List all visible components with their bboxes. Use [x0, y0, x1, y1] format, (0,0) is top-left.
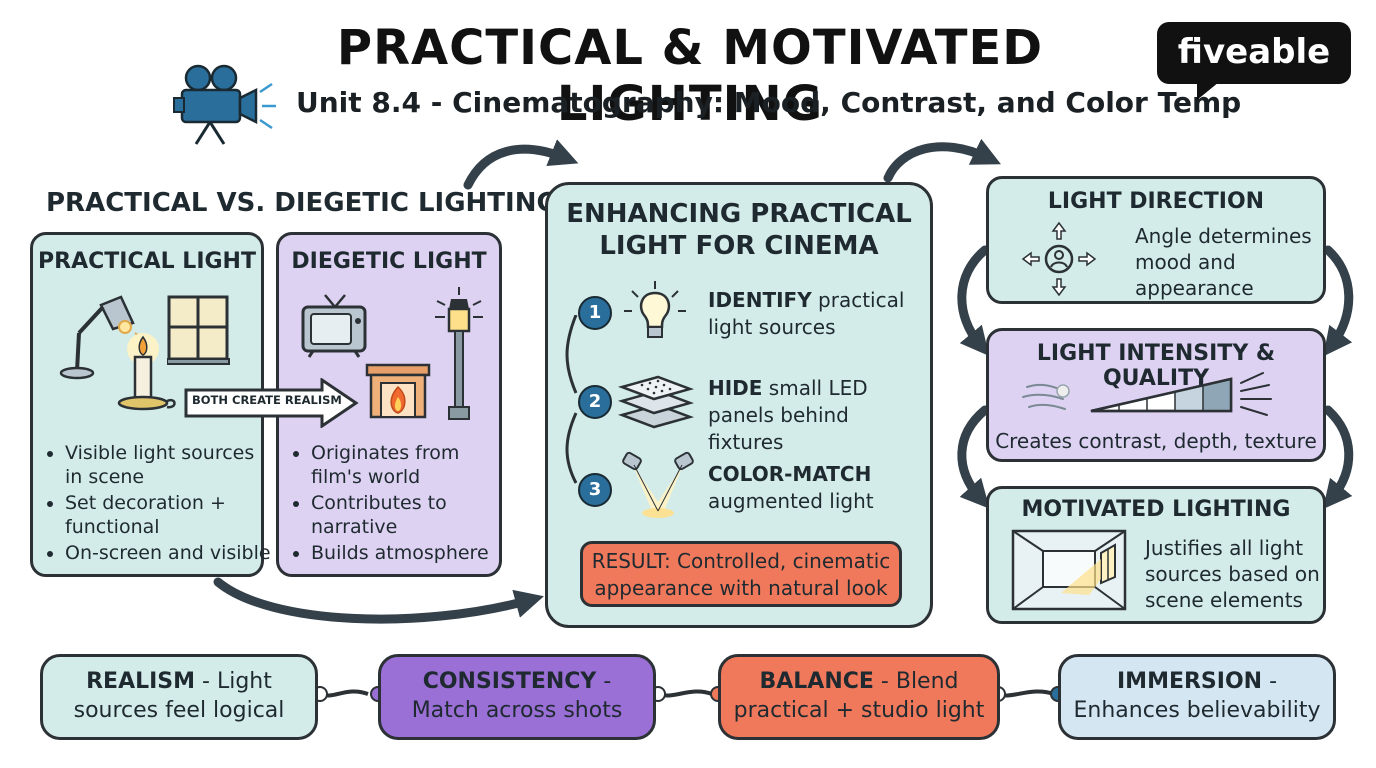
motivated-lighting-card: MOTIVATED LIGHTING Justifies all light s…	[986, 486, 1326, 624]
both-create-realism-arrow: BOTH CREATE REALISM	[184, 377, 360, 432]
light-direction-title: LIGHT DIRECTION	[1047, 189, 1265, 214]
step-number-1: 1	[578, 296, 612, 330]
result-box: RESULT: Controlled, cinematic appearance…	[580, 541, 902, 607]
step-number-2: 2	[578, 385, 612, 419]
light-intensity-card: LIGHT INTENSITY & QUALITY Cr	[986, 328, 1326, 462]
enhancing-practical-card: ENHANCING PRACTICAL LIGHT FOR CINEMA 1 I…	[545, 182, 933, 628]
immersion-card: IMMERSION - Enhances believability	[1058, 654, 1336, 740]
direction-arrows-icon	[1019, 219, 1099, 303]
motivated-lighting-title: MOTIVATED LIGHTING	[1021, 497, 1291, 522]
balance-card: BALANCE - Blend practical + studio light	[718, 654, 1000, 740]
street-lamp-icon	[431, 287, 487, 431]
both-create-realism-label: BOTH CREATE REALISM	[192, 393, 342, 407]
room-window-icon	[1011, 529, 1129, 617]
diegetic-bullet: Originates from film's world	[311, 441, 515, 489]
page-title: PRACTICAL & MOTIVATED LIGHTING	[336, 20, 1044, 132]
television-icon	[299, 293, 371, 363]
lightbulb-icon	[622, 279, 688, 347]
fireplace-icon	[365, 363, 431, 423]
step-1-text: IDENTIFY practical light sources	[708, 287, 904, 341]
step-2-text: HIDE small LED panels behind fixtures	[708, 375, 930, 456]
step-3-line2: augmented light	[708, 489, 874, 513]
immersion-bold: IMMERSION	[1116, 669, 1263, 694]
light-intensity-title: LIGHT INTENSITY & QUALITY	[1036, 341, 1276, 391]
step-2-rest: small LED	[762, 376, 868, 400]
step-number-3: 3	[578, 473, 612, 507]
step-connector	[565, 315, 578, 484]
diegetic-bullet: Builds atmosphere	[311, 541, 515, 565]
diegetic-light-title: DIEGETIC LIGHT	[291, 249, 487, 274]
fiveable-logo-text: fiveable	[1177, 32, 1331, 72]
realism-bold: REALISM	[86, 669, 196, 694]
step-1-bold: IDENTIFY	[708, 288, 812, 312]
practical-bullet: On-screen and visible	[65, 541, 275, 565]
enhancing-title-line1: ENHANCING PRACTICAL	[566, 199, 912, 229]
practical-light-bullets: Visible light sources in scene Set decor…	[43, 441, 275, 567]
realism-card: REALISM - Light sources feel logical	[40, 654, 318, 740]
enhancing-title-line2: LIGHT FOR CINEMA	[599, 231, 879, 261]
arrow-center-to-right-top	[883, 138, 1001, 183]
light-direction-card: LIGHT DIRECTION Angle determines mood an…	[986, 176, 1326, 304]
arrow-left-to-center-top	[463, 139, 579, 190]
candle-icon	[113, 331, 193, 425]
step-2-bold: HIDE	[708, 376, 763, 400]
realism-line2: sources feel logical	[73, 698, 285, 723]
arrow-left-to-center-bottom	[213, 577, 544, 624]
step-1-line2: light sources	[708, 315, 836, 339]
step-2-line2: panels behind fixtures	[708, 403, 849, 454]
led-panels-icon	[617, 371, 695, 435]
arrow-intensity-to-motivated-left	[957, 405, 990, 509]
left-section-heading: PRACTICAL VS. DIEGETIC LIGHTING	[46, 188, 558, 218]
window-icon	[166, 295, 231, 369]
consistency-bold: CONSISTENCY	[422, 669, 597, 694]
practical-bullet: Visible light sources in scene	[65, 441, 275, 489]
light-intensity-text: Creates contrast, depth, texture	[995, 429, 1317, 453]
diegetic-light-bullets: Originates from film's world Contributes…	[289, 441, 515, 567]
arrow-intensity-to-motivated-right	[1322, 405, 1354, 510]
step-3-text: COLOR-MATCH augmented light	[708, 461, 874, 515]
immersion-line2: Enhances believability	[1073, 698, 1321, 723]
step-1-rest: practical	[811, 288, 905, 312]
fiveable-logo: fiveable	[1157, 22, 1351, 100]
step-3-bold: COLOR-MATCH	[708, 462, 872, 486]
arrow-direction-to-intensity-left	[957, 245, 990, 357]
spotlights-icon	[618, 451, 698, 527]
consistency-line2: Match across shots	[411, 698, 623, 723]
balance-line2: practical + studio light	[733, 698, 985, 723]
result-line2: appearance with natural look	[594, 576, 888, 600]
practical-bullet: Set decoration + functional	[65, 491, 275, 539]
light-direction-text: Angle determines mood and appearance	[1135, 224, 1312, 300]
result-line1: RESULT: Controlled, cinematic	[591, 549, 891, 573]
balance-bold: BALANCE	[759, 669, 874, 694]
motivated-lighting-text: Justifies all light sources based on sce…	[1145, 536, 1320, 612]
consistency-card: CONSISTENCY - Match across shots	[378, 654, 656, 740]
intensity-gradient-icon	[1019, 371, 1309, 425]
camera-icon	[172, 62, 282, 147]
diegetic-bullet: Contributes to narrative	[311, 491, 515, 539]
arrow-direction-to-intensity-right	[1323, 245, 1354, 357]
practical-light-title: PRACTICAL LIGHT	[38, 249, 256, 274]
page-subtitle: Unit 8.4 - Cinematography: Mood, Contras…	[296, 86, 1242, 119]
